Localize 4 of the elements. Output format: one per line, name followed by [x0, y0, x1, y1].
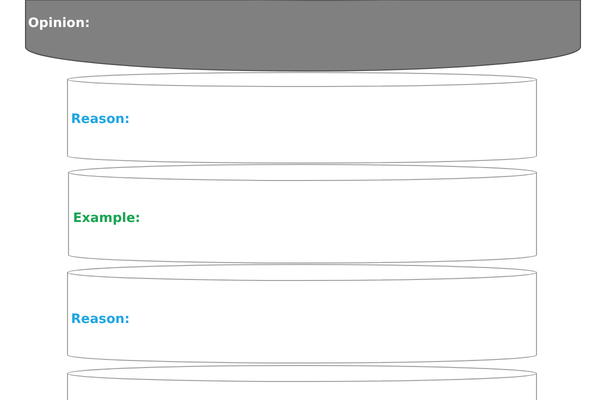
layer-label: Reason: — [71, 112, 130, 128]
layer-label: Reason: — [71, 312, 130, 328]
layer-label: Example: — [73, 211, 140, 227]
layer-label: Opinion: — [28, 16, 90, 32]
